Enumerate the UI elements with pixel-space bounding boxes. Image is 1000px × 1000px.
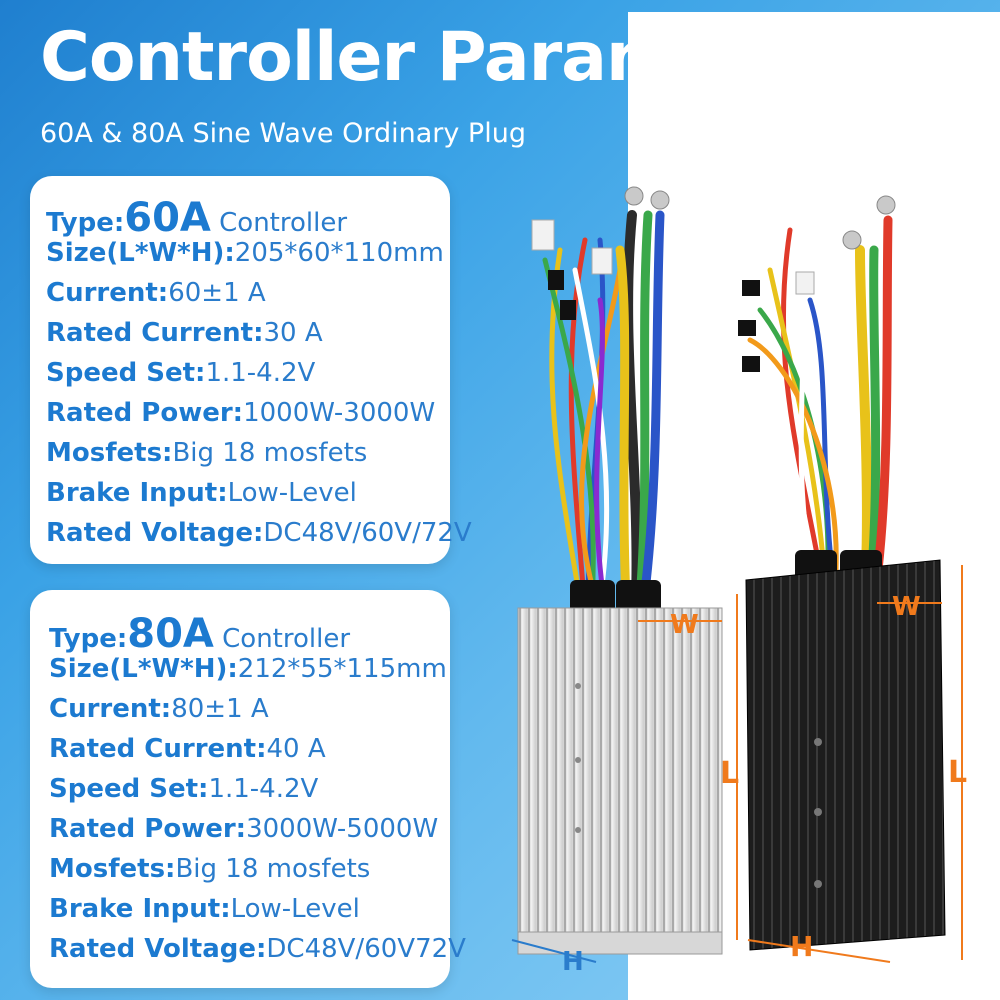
spec-row-rated-current: Rated Current:40 A — [49, 734, 326, 764]
type-row: Type:60A Controller — [46, 195, 348, 241]
spec-row-mosfets: Mosfets:Big 18 mosfets — [49, 854, 371, 884]
page-title: Controller Parameter — [40, 18, 831, 97]
spec-row-rated-current: Rated Current:30 A — [46, 318, 323, 348]
spec-row-mosfets: Mosfets:Big 18 mosfets — [46, 438, 368, 468]
width-label-silver: W — [670, 610, 699, 640]
spec-row-speed-set: Speed Set:1.1-4.2V — [49, 774, 319, 804]
type-value: 60A — [124, 195, 211, 241]
page-subtitle: 60A & 80A Sine Wave Ordinary Plug — [40, 118, 526, 149]
width-label-black: W — [892, 592, 921, 622]
spec-row-rated-voltage: Rated Voltage:DC48V/60V72V — [49, 934, 466, 964]
spec-row-size: Size(L*W*H):212*55*115mm — [49, 654, 447, 684]
height-label-silver: H — [562, 947, 584, 977]
spec-row-current: Current:80±1 A — [49, 694, 269, 724]
spec-row-speed-set: Speed Set:1.1-4.2V — [46, 358, 316, 388]
type-row: Type:80A Controller — [49, 611, 351, 657]
length-label-silver: L — [720, 756, 739, 791]
spec-row-brake-input: Brake Input:Low-Level — [49, 894, 360, 924]
connector-plug — [531, 219, 555, 251]
spec-row-rated-power: Rated Power:1000W-3000W — [46, 398, 436, 428]
spec-row-size: Size(L*W*H):205*60*110mm — [46, 238, 444, 268]
black-controller-wires — [747, 215, 893, 575]
spec-card-60a: Type:60A Controller Size(L*W*H):205*60*1… — [30, 176, 472, 564]
controller-product-image: W W L L H H — [511, 186, 967, 977]
length-label-black: L — [948, 755, 967, 790]
type-value: 80A — [127, 611, 214, 657]
dimension-markers — [511, 565, 963, 963]
spec-row-current: Current:60±1 A — [46, 278, 266, 308]
spec-row-brake-input: Brake Input:Low-Level — [46, 478, 357, 508]
height-label-black: H — [790, 930, 813, 963]
spec-row-rated-voltage: Rated Voltage:DC48V/60V/72V — [46, 518, 472, 548]
spec-row-rated-power: Rated Power:3000W-5000W — [49, 814, 439, 844]
spec-card-80a: Type:80A Controller Size(L*W*H):212*55*1… — [30, 590, 466, 988]
silver-controller-wires — [542, 210, 665, 605]
